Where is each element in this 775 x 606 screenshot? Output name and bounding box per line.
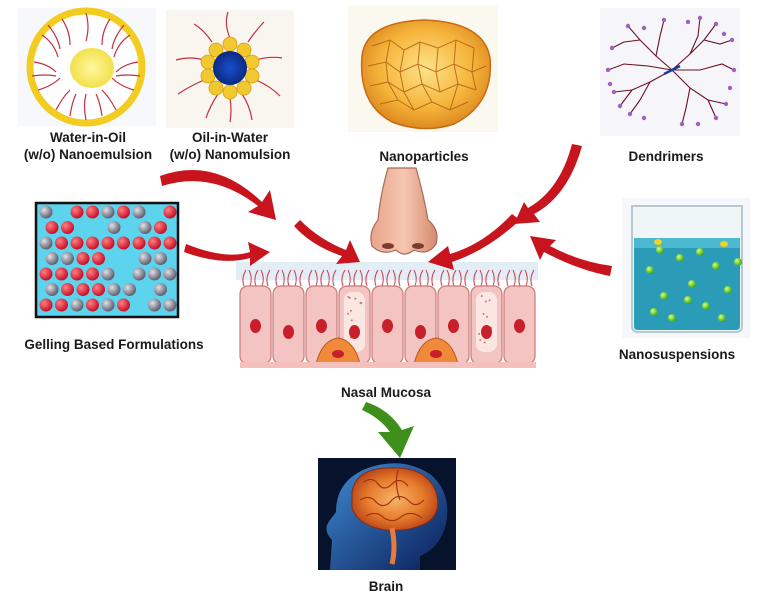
oil-in-water-label: Oil-in-Water (w/o) Nanomulsion [160,129,300,163]
dendrimer-tree-icon [600,8,740,136]
nanosuspensions-label: Nanosuspensions [618,347,736,362]
brain-label: Brain [368,579,404,594]
beaker-icon [622,198,750,338]
nanoparticle-sphere-icon [348,6,498,132]
brain-head-icon [318,458,456,570]
nose-icon [370,167,438,255]
water-in-oil-label-line1: Water-in-Oil [50,130,126,145]
gel-network-icon [34,201,180,319]
green-arrow [362,402,414,458]
dendrimers-label: Dendrimers [628,149,704,164]
micelle-icon [18,7,156,127]
nasal-mucosa-label: Nasal Mucosa [340,385,432,400]
reverse-micelle-icon [166,10,294,128]
water-in-oil-label: Water-in-Oil (w/o) Nanoemulsion [18,129,158,163]
epithelium-icon [236,262,538,368]
nanoparticles-label: Nanoparticles [379,149,469,164]
water-in-oil-label-line2: (w/o) Nanoemulsion [23,147,153,162]
gelling-label: Gelling Based Formulations [24,337,204,352]
red-arrows [160,144,612,276]
oil-in-water-label-line1: Oil-in-Water [192,130,268,145]
oil-in-water-label-line2: (w/o) Nanomulsion [169,147,291,162]
